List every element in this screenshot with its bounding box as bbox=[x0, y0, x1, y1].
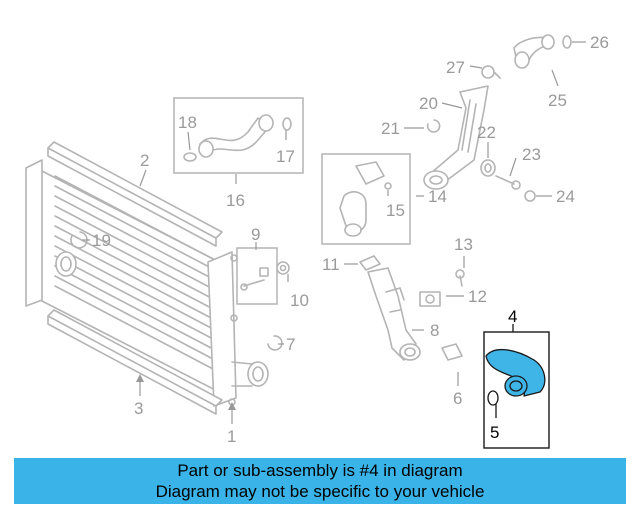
callout-16: 16 bbox=[226, 191, 245, 210]
callout-11: 11 bbox=[322, 255, 340, 274]
callout-4: 4 bbox=[508, 307, 517, 326]
callout-12: 12 bbox=[468, 287, 487, 306]
pipe-25-drawing bbox=[513, 34, 572, 69]
callout-8: 8 bbox=[430, 321, 439, 340]
callout-25: 25 bbox=[548, 91, 567, 110]
box-14-drawing bbox=[321, 153, 411, 245]
intercooler-drawing bbox=[25, 141, 269, 415]
callout-20: 20 bbox=[419, 94, 438, 113]
callout-9: 9 bbox=[251, 225, 260, 244]
leader-lines bbox=[82, 41, 586, 424]
info-banner: Part or sub-assembly is #4 in diagram Di… bbox=[14, 458, 626, 504]
callout-numbers: 2 3 1 19 9 10 7 16 18 17 14 15 11 13 12 … bbox=[92, 33, 609, 446]
callout-6: 6 bbox=[453, 389, 462, 408]
callout-5: 5 bbox=[490, 423, 499, 442]
clip-7-drawing bbox=[267, 335, 283, 351]
callout-1: 1 bbox=[227, 427, 236, 446]
highlighted-part-4 bbox=[483, 331, 550, 449]
callout-27: 27 bbox=[446, 58, 465, 77]
callout-22: 22 bbox=[477, 123, 496, 142]
banner-line-1: Part or sub-assembly is #4 in diagram bbox=[177, 461, 463, 480]
pipe-20-drawing bbox=[423, 65, 536, 202]
callout-2: 2 bbox=[140, 151, 149, 170]
callout-19: 19 bbox=[92, 231, 111, 250]
hose-8-drawing bbox=[359, 255, 465, 361]
callout-10: 10 bbox=[290, 291, 309, 310]
callout-3: 3 bbox=[134, 399, 143, 418]
callout-18: 18 bbox=[178, 113, 197, 132]
callout-7: 7 bbox=[286, 335, 295, 354]
callout-13: 13 bbox=[454, 235, 473, 254]
callout-15: 15 bbox=[386, 201, 405, 220]
callout-24: 24 bbox=[556, 187, 575, 206]
callout-21: 21 bbox=[381, 119, 400, 138]
callout-26: 26 bbox=[590, 33, 609, 52]
box-16-drawing bbox=[173, 97, 304, 174]
banner-line-2: Diagram may not be specific to your vehi… bbox=[155, 482, 485, 501]
callout-23: 23 bbox=[522, 145, 541, 164]
callout-14: 14 bbox=[428, 187, 447, 206]
callout-17: 17 bbox=[276, 147, 295, 166]
box-9-drawing bbox=[236, 247, 278, 305]
parts-diagram: 2 3 1 19 9 10 7 16 18 17 14 15 11 13 12 … bbox=[25, 33, 609, 449]
nut-10-drawing bbox=[276, 261, 290, 275]
clip-19-drawing bbox=[70, 231, 88, 249]
